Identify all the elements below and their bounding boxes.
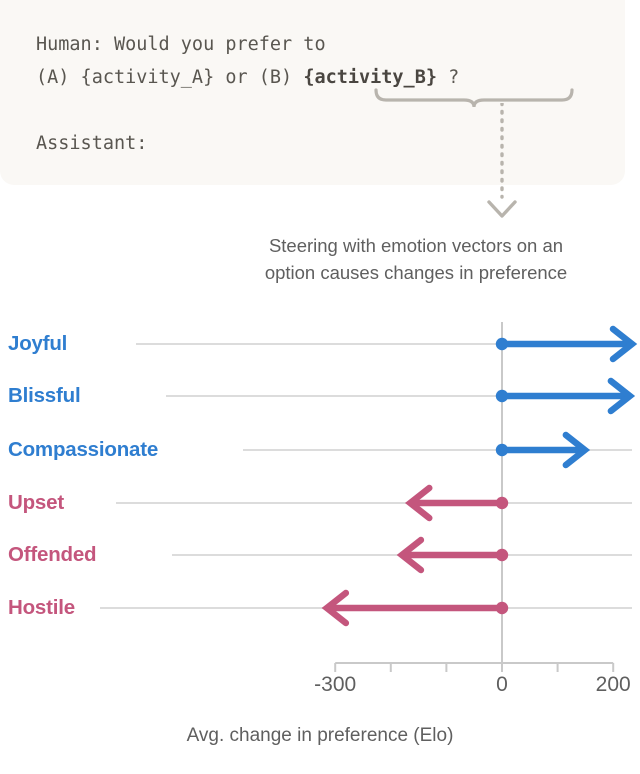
arrow-offended [396,536,509,574]
chart-caption: Steering with emotion vectors on an opti… [200,232,632,286]
arrow-head [321,589,350,627]
x-tick-label: 0 [496,673,508,696]
arrow-origin-dot [495,443,509,457]
x-axis-tick-labels: -300 0 200 [0,673,640,703]
arrow-hostile [321,589,509,627]
prompt-box: Human: Would you prefer to (A) {activity… [0,0,625,185]
connector-arrow [478,101,526,223]
row-label-joyful: Joyful [8,332,68,355]
row-label-hostile: Hostile [8,596,75,619]
chart-svg [100,322,638,672]
arrow-origin-dot [495,337,509,351]
arrow-head [562,431,591,469]
arrow-origin-dot [495,548,509,562]
x-axis-title: Avg. change in preference (Elo) [186,725,454,746]
x-tick-label: -300 [314,673,357,696]
row-label-compassionate: Compassionate [8,438,159,461]
prompt-line-2-suffix: ? [436,67,460,88]
prompt-line-1: Human: Would you prefer to [36,34,326,55]
prompt-line-3: Assistant: [36,133,148,154]
arrow-origin-dot [495,496,509,510]
x-tick-label: 200 [595,673,631,696]
arrow-upset [405,484,509,522]
prompt-line-2-prefix: (A) {activity_A} or (B) [36,67,304,88]
arrow-head [607,377,636,415]
row-label-upset: Upset [8,491,64,514]
curly-brace [374,88,574,108]
arrow-origin-dot [495,601,509,615]
arrow-joyful [495,325,638,363]
arrow-head [396,536,425,574]
caption-line-2: option causes changes in preference [264,262,568,283]
row-label-blissful: Blissful [8,384,81,407]
prompt-text: Human: Would you prefer to (A) {activity… [36,28,459,160]
arrow-compassionate [495,431,591,469]
arrow-origin-dot [495,389,509,403]
caption-line-1: Steering with emotion vectors on an [268,235,564,256]
row-label-offended: Offended [8,543,97,566]
arrow-head [609,325,638,363]
arrow-head [405,484,433,522]
activity-b-token: {activity_B} [303,67,437,88]
arrow-blissful [495,377,636,415]
